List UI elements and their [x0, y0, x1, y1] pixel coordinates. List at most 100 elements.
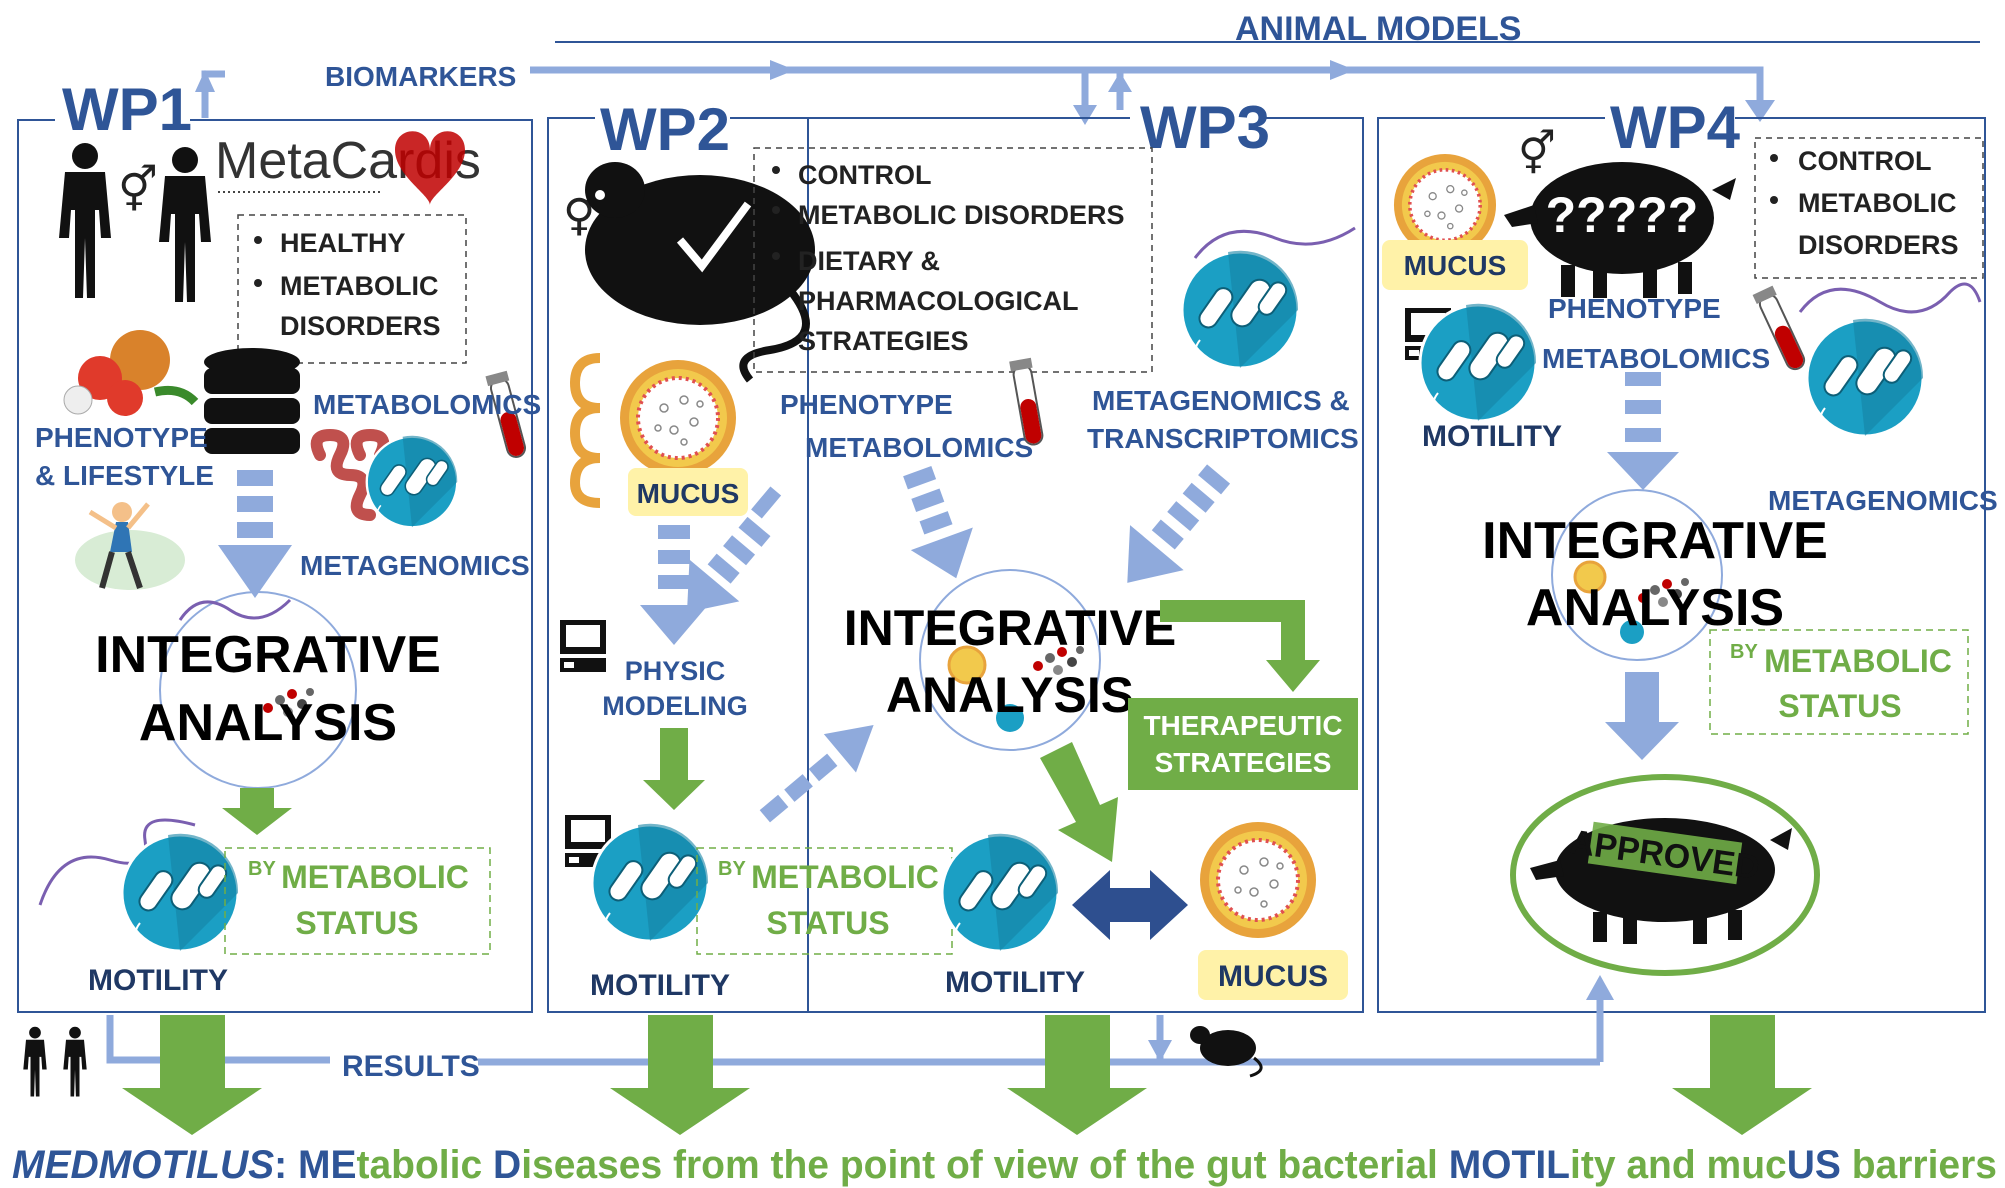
wp4-panel [1377, 117, 1986, 1013]
wp4-by-label: BY [1730, 641, 1758, 663]
svg-text:HEALTHY: HEALTHY [280, 228, 406, 258]
wp4-metabolomics-label: METABOLOMICS [1542, 343, 1770, 374]
wp1-status-label-2: STATUS [295, 905, 418, 941]
svg-text:CONTROL: CONTROL [798, 160, 931, 190]
svg-text:?????: ????? [1546, 187, 1699, 243]
svg-text:METABOLIC: METABOLIC [280, 271, 438, 301]
wp3-mucus-badge [1198, 950, 1348, 1000]
approved-ellipse [1510, 774, 1820, 976]
wp2-motility-bacteria-icon [590, 822, 710, 949]
wp3-metabolomics-label: METABOLOMICS [805, 432, 1033, 463]
wp3-analysis-label: ANALYSIS [886, 667, 1134, 723]
biomarkers-label: BIOMARKERS [325, 61, 516, 92]
wp2-by-label: BY [718, 858, 746, 880]
svg-text:DISORDERS: DISORDERS [1798, 230, 1959, 260]
footer-part-5: ity and muc [1570, 1143, 1787, 1187]
wp2-status-label-1: METABOLIC [751, 859, 939, 895]
wp1-by-label: BY [248, 858, 276, 880]
wp4-cohort-list: CONTROL METABOLIC DISORDERS [1770, 146, 1959, 260]
wp3-integration-circle [919, 569, 1101, 751]
results-label: RESULTS [342, 1050, 480, 1083]
results-arrowheads [1148, 975, 1614, 1062]
wp3-mucus-icon [1198, 820, 1318, 940]
footer-mouse-icon [1190, 1026, 1263, 1078]
svg-text:DISORDERS: DISORDERS [280, 311, 441, 341]
wp1-metagenomics-label: METAGENOMICS [300, 550, 530, 581]
wp2-mucus-label: MUCUS [637, 478, 740, 509]
wp1-motility-label: MOTILITY [88, 964, 228, 997]
wp4-motility-bacteria-icon [1418, 302, 1538, 429]
results-connector [106, 1000, 1604, 1066]
wp1-metagenomics-bacteria-icon [365, 434, 459, 534]
wp3-bidirectional-arrow [1072, 870, 1188, 940]
top-arrowheads [195, 60, 1775, 125]
footer-part-7: barriers [1841, 1143, 1997, 1187]
wp3-metagenomics-label-1: METAGENOMICS & [1092, 385, 1350, 416]
wp2-computer-icon [560, 620, 606, 672]
footer-humans-icon [23, 1026, 87, 1097]
footer-title: MEDMOTILUS: MEtabolic Diseases from the … [12, 1143, 1997, 1187]
wp4-metagenomics-label: METAGENOMICS [1768, 485, 1998, 516]
wp4-status-label-2: STATUS [1778, 688, 1901, 724]
wp4-analysis-label: ANALYSIS [1526, 579, 1784, 637]
wp4-motility-label: MOTILITY [1422, 420, 1562, 453]
svg-text:METABOLIC: METABOLIC [1798, 188, 1956, 218]
wp1-integration-circle [159, 591, 357, 789]
exercise-person-icon [75, 502, 185, 590]
wp1-cohort-box [237, 214, 467, 364]
svg-text:DIETARY &: DIETARY & [798, 246, 940, 276]
wp4-title: WP4 [1610, 94, 1741, 161]
footer-part-6: US [1787, 1143, 1841, 1187]
wp3-bacteria-mini-icon [996, 704, 1024, 732]
wp2-physic-label: PHYSIC [625, 656, 726, 686]
footer-part-3: iseases from the point of view of the gu… [521, 1143, 1449, 1187]
wp4-status-box [1709, 629, 1969, 735]
intestine-icon [310, 428, 390, 521]
mouse-icon [585, 162, 815, 383]
wp2-cohort-box [753, 147, 1153, 373]
metacardis-logo: MetaCardis [215, 131, 481, 205]
wp1-down-arrow [218, 470, 292, 598]
wp4-down-dashed-arrow [1607, 372, 1679, 490]
wp2-title: WP2 [600, 96, 730, 163]
wp2-motility-label: MOTILITY [590, 969, 730, 1002]
approved-pig-icon: APPROVED [1530, 818, 1792, 944]
wp4-mucus-badge [1382, 240, 1528, 290]
wp2-intestine-icon [569, 353, 601, 508]
wp3-motility-label: MOTILITY [945, 966, 1085, 999]
wp1-title: WP1 [62, 76, 192, 143]
wp4-dna-icon [1798, 282, 1982, 314]
footer-acronym: MEDMOTILUS [12, 1143, 274, 1187]
footer-part-0: ME [287, 1143, 356, 1187]
wp4-status-label-1: METABOLIC [1764, 643, 1952, 679]
wp1-integrative-label: INTEGRATIVE [95, 626, 441, 684]
wp2-down-dashed-arrow [640, 525, 708, 645]
svg-text:CONTROL: CONTROL [1798, 146, 1931, 176]
wp3-mucus-mini-icon [947, 645, 987, 685]
wp4-mucus-mini-icon [1573, 560, 1607, 594]
wp4-metagenomics-bacteria-icon [1805, 317, 1925, 444]
footer-part-1: tabolic [356, 1143, 493, 1187]
wp1-phenotype-label-1: PHENOTYPE [35, 422, 208, 453]
wp2-status-label-2: STATUS [766, 905, 889, 941]
gender-symbols-icon: ⚥ [118, 164, 158, 216]
wp3-mucus-label: MUCUS [1218, 960, 1328, 993]
wp3-green-arrow [1040, 742, 1118, 862]
database-icon [204, 348, 300, 454]
wp1-cohort-list: HEALTHY METABOLIC DISORDERS [254, 228, 441, 341]
wp2-mucus-badge [628, 468, 748, 516]
footer-part-4: MOTIL [1449, 1143, 1570, 1187]
therapeutic-label-2: STRATEGIES [1155, 747, 1332, 778]
wp3-metagenomics-label-2: TRANSCRIPTOMICS [1087, 423, 1359, 454]
wp3-integrative-label: INTEGRATIVE [844, 600, 1176, 656]
wp2-modeling-label: MODELING [602, 691, 748, 721]
animal-models-label: ANIMAL MODELS [1235, 10, 1521, 48]
wp3-dna-icon [1193, 226, 1356, 259]
wp1-status-label-1: METABOLIC [281, 859, 469, 895]
wp4-mucus-label: MUCUS [1404, 250, 1507, 281]
wp1-panel [17, 119, 533, 1013]
footer-expansion: MEtabolic Diseases from the point of vie… [287, 1143, 1997, 1187]
wp4-gender-icon: ⚥ [1518, 129, 1556, 178]
wp3-input-arrows [686, 464, 1231, 823]
